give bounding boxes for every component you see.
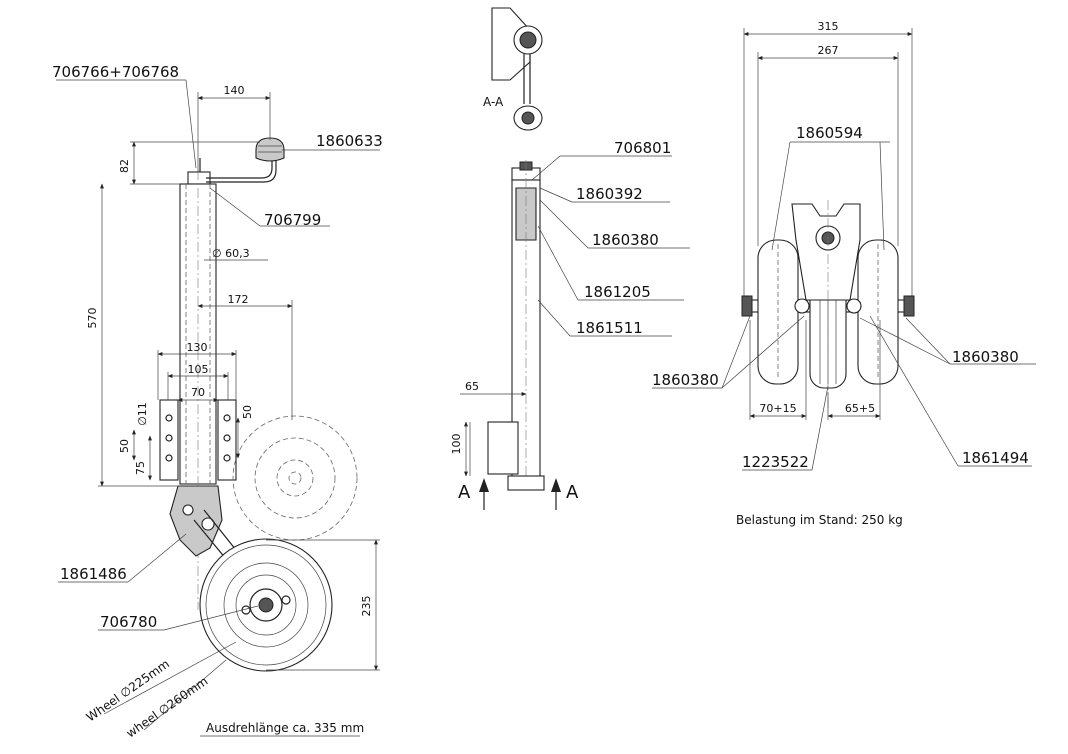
label-706780: 706780 xyxy=(100,613,157,631)
label-1860380-mid: 1860380 xyxy=(592,231,659,249)
dim-50-right: 50 xyxy=(241,405,254,419)
fork-front xyxy=(791,203,861,301)
label-706799: 706799 xyxy=(264,211,321,229)
dim-570: 570 xyxy=(86,308,99,329)
label-1860633: 1860633 xyxy=(316,132,383,150)
label-1860594: 1860594 xyxy=(796,124,863,142)
clamp-left xyxy=(159,399,179,481)
side-view: 140 82 570 ∅ 60,3 172 130 105 70 50 ∅11 … xyxy=(52,63,383,740)
front-view: 315 267 70+15 65+5 xyxy=(652,20,1036,527)
label-1861205: 1861205 xyxy=(584,283,651,301)
dim-130: 130 xyxy=(187,341,208,354)
label-706801: 706801 xyxy=(614,139,671,157)
label-1860380-left: 1860380 xyxy=(652,371,719,389)
section-view: A-A 65 100 A A 706801 1860392 1860380 xyxy=(450,7,690,510)
dim-dia-60-3: ∅ 60,3 xyxy=(212,247,250,260)
label-1860380-right: 1860380 xyxy=(952,348,1019,366)
clamp-right xyxy=(217,399,237,481)
dim-70: 70 xyxy=(191,386,205,399)
dim-267: 267 xyxy=(818,44,839,57)
dim-dia-11: ∅11 xyxy=(136,402,149,426)
section-marker-a-left: A xyxy=(458,482,471,503)
note-belastung: Belastung im Stand: 250 kg xyxy=(736,513,903,527)
section-label-aa: A-A xyxy=(483,95,504,109)
label-1860392: 1860392 xyxy=(576,185,643,203)
dim-105: 105 xyxy=(188,363,209,376)
dim-65: 65 xyxy=(465,380,479,393)
dim-172: 172 xyxy=(228,293,249,306)
label-1861486: 1861486 xyxy=(60,565,127,583)
dim-82: 82 xyxy=(118,159,131,173)
crank-knob xyxy=(255,137,285,162)
section-marker-a-right: A xyxy=(566,482,579,503)
dim-100: 100 xyxy=(450,434,463,455)
dim-65-plus-5: 65+5 xyxy=(845,402,875,415)
dim-315: 315 xyxy=(818,20,839,33)
label-706766-706768: 706766+706768 xyxy=(52,63,179,81)
dim-75: 75 xyxy=(134,461,147,475)
label-1861494: 1861494 xyxy=(962,449,1029,467)
wheel-retracted xyxy=(232,415,358,541)
dim-50-left: 50 xyxy=(118,439,131,453)
dim-235: 235 xyxy=(360,596,373,617)
dim-70-plus-15: 70+15 xyxy=(759,402,796,415)
note-ausdrehlaenge: Ausdrehlänge ca. 335 mm xyxy=(206,721,364,735)
label-1223522: 1223522 xyxy=(742,453,809,471)
dim-140: 140 xyxy=(224,84,245,97)
label-1861511: 1861511 xyxy=(576,319,643,337)
